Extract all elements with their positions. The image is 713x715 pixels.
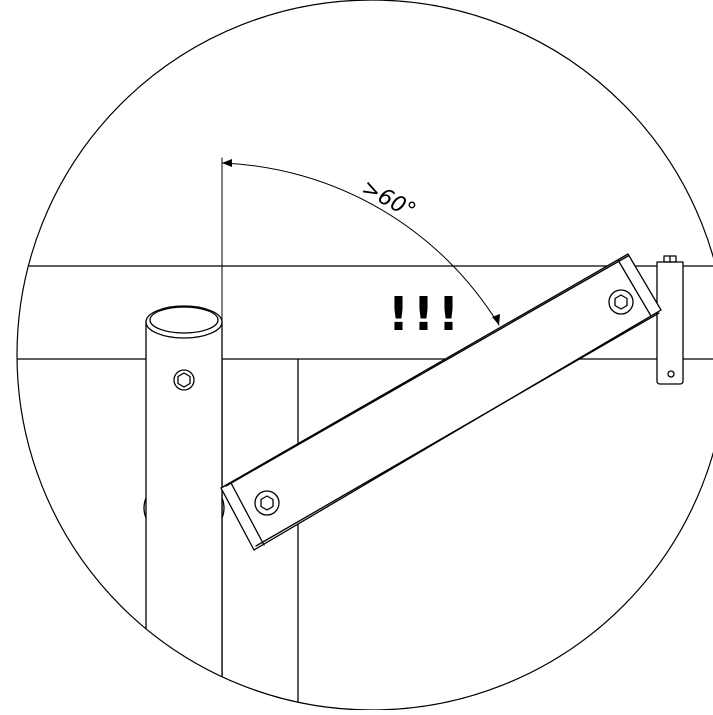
diagonal-brace bbox=[220, 253, 662, 551]
right-clamp bbox=[656, 255, 684, 385]
angle-label: >60° bbox=[357, 175, 419, 224]
round-post bbox=[143, 305, 225, 710]
post-bolt bbox=[173, 369, 195, 391]
angle-dimension bbox=[221, 157, 500, 326]
horizontal-rail bbox=[17, 265, 713, 360]
brace-bolt-left bbox=[254, 490, 280, 516]
detail-circle bbox=[16, 0, 713, 711]
brace-bolt-right bbox=[608, 289, 634, 315]
warning-label: !!! bbox=[388, 287, 463, 341]
